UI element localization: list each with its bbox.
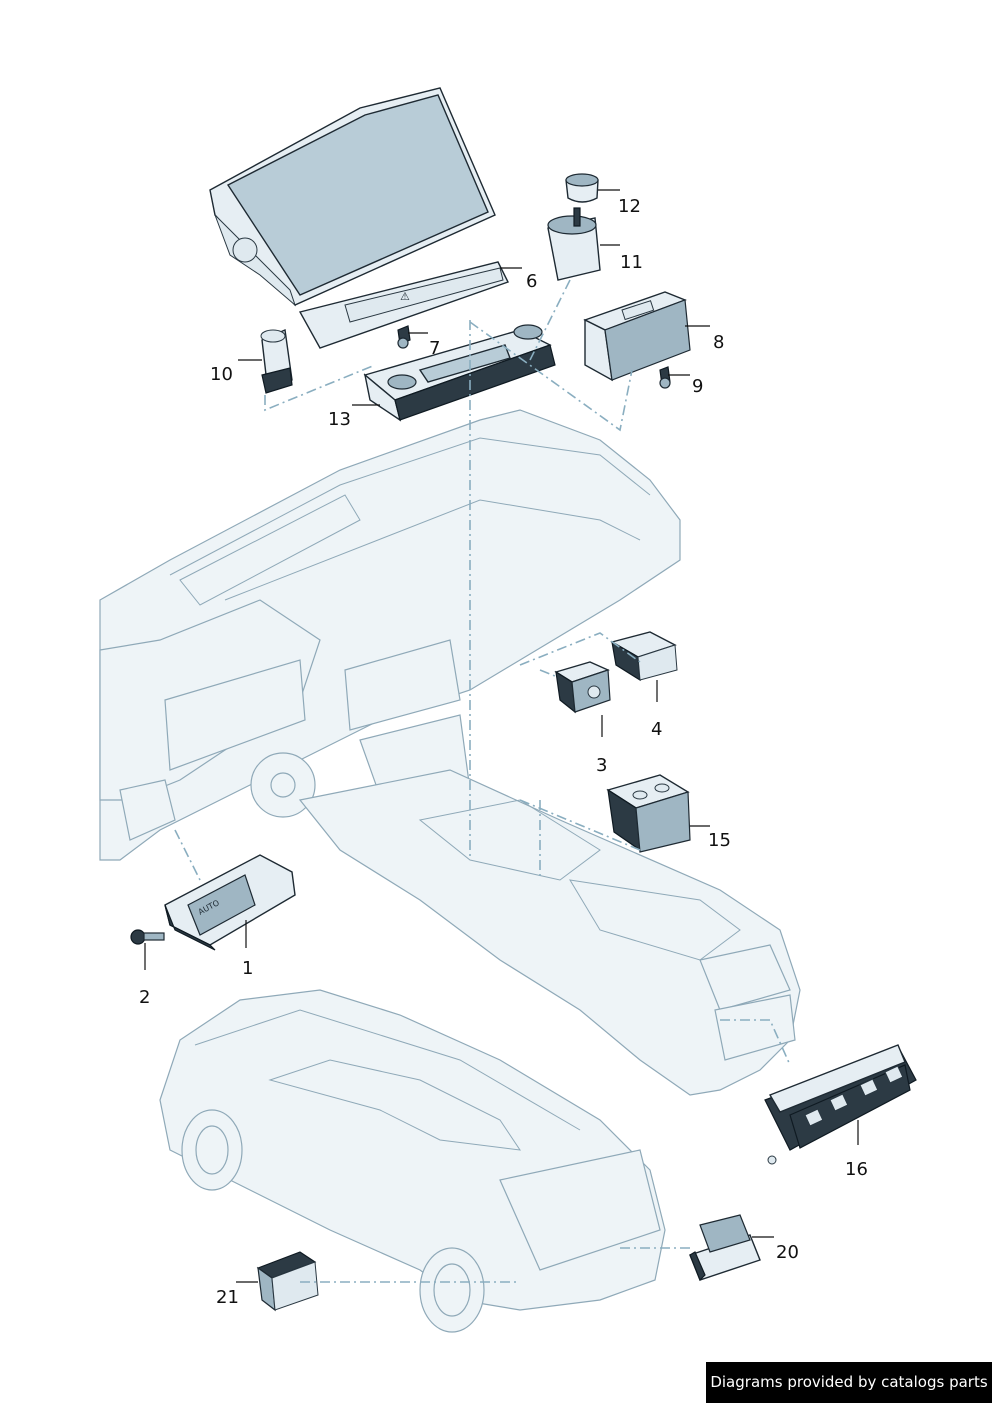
callout-10: 10 bbox=[210, 364, 233, 385]
leader-lines bbox=[144, 189, 859, 1283]
part-8-switch-module bbox=[583, 291, 691, 382]
callout-7: 7 bbox=[429, 338, 440, 359]
callout-16: 16 bbox=[845, 1159, 868, 1180]
part-10-rotary-knob bbox=[260, 328, 293, 394]
callout-3: 3 bbox=[596, 755, 607, 776]
part-21-switch bbox=[256, 1251, 319, 1312]
callout-21: 21 bbox=[216, 1287, 239, 1308]
callout-8: 8 bbox=[713, 332, 724, 353]
callout-20: 20 bbox=[776, 1242, 799, 1263]
callout-2: 2 bbox=[139, 987, 150, 1008]
part-12-selector-base bbox=[547, 207, 601, 281]
part-1-light-switch: AUTO bbox=[164, 854, 296, 951]
callout-12: 11 bbox=[620, 252, 643, 273]
callout-labels: 12 11 6 7 8 9 10 13 3 4 15 1 2 16 20 21 bbox=[139, 196, 868, 1308]
callout-13: 12 bbox=[618, 196, 641, 217]
part-2-screw bbox=[130, 929, 165, 945]
part-20-switch bbox=[689, 1214, 761, 1282]
assembly-lines bbox=[174, 279, 791, 1283]
part-13-knob-cap bbox=[565, 173, 599, 203]
part-15-switch-block bbox=[606, 774, 691, 853]
callout-11: 13 bbox=[328, 409, 351, 430]
part-9-screw bbox=[659, 366, 671, 389]
part-7-screw bbox=[397, 325, 411, 349]
part-16-rear-control-panel bbox=[764, 1044, 917, 1165]
vehicle-illustration bbox=[159, 989, 666, 1333]
callout-9: 9 bbox=[692, 376, 703, 397]
callout-6: 6 bbox=[526, 271, 537, 292]
callout-15: 15 bbox=[708, 830, 731, 851]
part-4-switch bbox=[610, 631, 678, 682]
dashboard-assembly bbox=[99, 409, 801, 1096]
part-11-center-tray bbox=[363, 324, 556, 422]
callout-1: 1 bbox=[242, 958, 253, 979]
svg-text:⚠: ⚠ bbox=[400, 290, 410, 303]
part-6-display-unit: ⚠ bbox=[209, 87, 509, 349]
callout-4: 4 bbox=[651, 719, 662, 740]
credit-banner: Diagrams provided by catalogs parts bbox=[706, 1362, 992, 1403]
part-3-switch bbox=[554, 661, 611, 714]
